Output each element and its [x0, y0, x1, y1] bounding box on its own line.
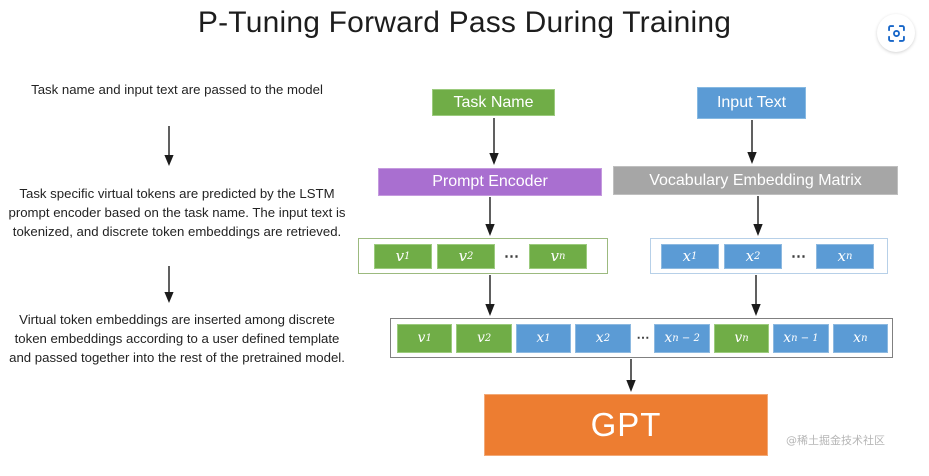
- arrow-note1-to-note2: [0, 124, 338, 170]
- node-task-name-label: Task Name: [453, 93, 534, 111]
- scan-lens-button[interactable]: [877, 14, 915, 52]
- arrow-input-text-to-vocab-matrix: [692, 120, 812, 173]
- node-vocab-embedding-matrix[interactable]: Vocabulary Embedding Matrix: [613, 166, 898, 195]
- scan-lens-icon: [887, 24, 905, 42]
- node-prompt-encoder[interactable]: Prompt Encoder: [378, 168, 602, 196]
- arrow-task-name-to-prompt-encoder: [434, 118, 554, 173]
- watermark: @稀土掘金技术社区: [786, 434, 885, 447]
- node-prompt-encoder-label: Prompt Encoder: [432, 173, 548, 190]
- arrow-discrete-tokens-to-combined: [696, 275, 816, 324]
- node-input-text[interactable]: Input Text: [697, 87, 806, 119]
- note-3: Virtual token embeddings are inserted am…: [9, 312, 345, 365]
- node-input-text-label: Input Text: [716, 94, 787, 111]
- node-gpt-label: GPT: [590, 406, 662, 443]
- token-ellipsis: ⋯: [791, 248, 807, 265]
- note-1: Task name and input text are passed to t…: [31, 82, 323, 97]
- node-gpt[interactable]: GPT: [484, 394, 768, 456]
- token-ellipsis: ⋯: [636, 330, 651, 345]
- arrow-prompt-encoder-to-virtual-tokens: [430, 197, 550, 244]
- note-2: Task specific virtual tokens are predict…: [8, 186, 346, 239]
- arrow-vocab-matrix-to-discrete-tokens: [698, 196, 818, 244]
- node-vocab-embedding-matrix-label: Vocabulary Embedding Matrix: [649, 171, 862, 189]
- page-title: P-Tuning Forward Pass During Training: [197, 6, 732, 39]
- arrow-virtual-tokens-to-combined: [430, 275, 550, 324]
- arrow-combined-to-gpt: [566, 359, 696, 400]
- token-ellipsis: ⋯: [504, 248, 520, 265]
- node-task-name[interactable]: Task Name: [432, 89, 555, 116]
- arrow-note2-to-note3: [0, 264, 338, 310]
